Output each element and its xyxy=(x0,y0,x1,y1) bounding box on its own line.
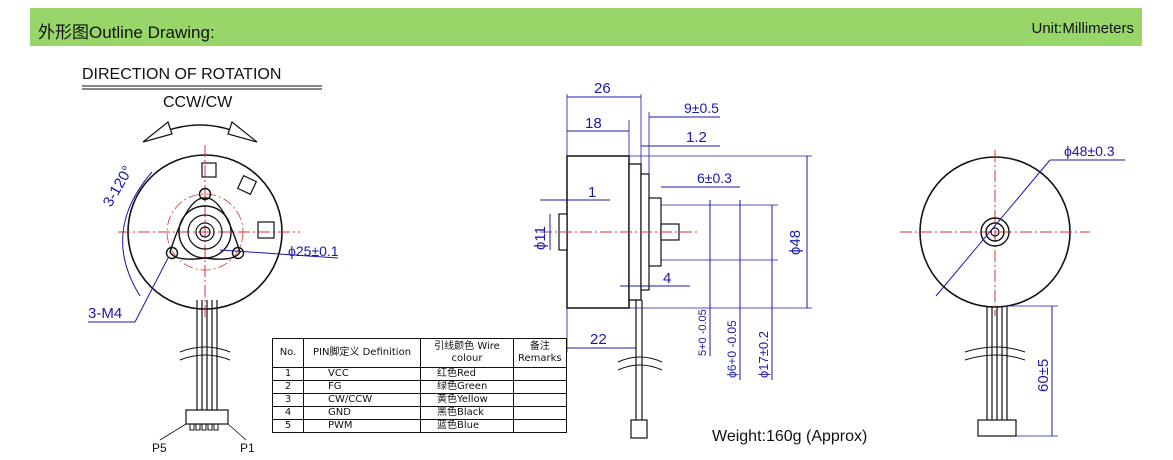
header-no: No. xyxy=(272,338,304,368)
header-wire-colour: 引线颜色 Wire colour xyxy=(420,338,514,368)
header-definition: PIN脚定义 Definition xyxy=(303,338,421,368)
table-row: 1 VCC 红色Red xyxy=(272,367,567,381)
wire-break-mark xyxy=(179,346,231,361)
diameter-leader xyxy=(219,249,339,259)
connector-pins xyxy=(189,424,219,431)
dim-phi48: ϕ48 xyxy=(787,230,804,255)
weight-label: Weight:160g (Approx) xyxy=(712,428,868,445)
side-view: 26 18 9±0.5 1.2 6±0.3 1 ϕ11 ϕ48 ϕ17±0.2 … xyxy=(532,80,812,439)
cw-arrow-icon xyxy=(227,120,258,143)
pin-no: 4 xyxy=(272,406,304,420)
back-hub-ring xyxy=(985,222,1005,242)
pin-no: 1 xyxy=(272,367,304,381)
header-remarks: 备注 Remarks xyxy=(513,338,567,368)
pin-p1-label: P1 xyxy=(240,441,255,455)
pin-wire-colour: 绿色Green xyxy=(420,380,514,394)
dim-phi17: ϕ17±0.2 xyxy=(756,331,771,378)
dim-5: 5+0 -0.05 xyxy=(697,309,709,356)
shaft-outer xyxy=(195,222,215,242)
motor-body xyxy=(566,155,630,309)
dim-1: 1 xyxy=(588,184,596,201)
dim-9: 9±0.5 xyxy=(684,100,719,116)
connector xyxy=(185,409,229,425)
dim-4: 4 xyxy=(663,270,671,287)
rotation-direction: CCW/CW xyxy=(163,94,233,111)
back-wire-break xyxy=(964,346,1026,361)
pad-right xyxy=(257,221,275,239)
back-shaft xyxy=(990,227,1000,237)
p5-leader xyxy=(159,423,187,441)
thread-leader xyxy=(134,257,169,323)
pin-remarks xyxy=(513,393,567,407)
mount-hole-left xyxy=(165,246,179,260)
shaft-inner xyxy=(199,226,211,238)
drawing-title: 外形图Outline Drawing: xyxy=(38,23,215,42)
back-connector xyxy=(977,419,1017,437)
unit-label: Unit:Millimeters xyxy=(1031,20,1134,37)
dim-26: 26 xyxy=(594,80,611,97)
pin-remarks xyxy=(513,367,567,381)
back-hub-outer xyxy=(980,217,1010,247)
pin-definition-table: No. PIN脚定义 Definition 引线颜色 Wire colour 备… xyxy=(272,338,567,433)
header-bar: 外形图Outline Drawing: Unit:Millimeters xyxy=(30,8,1142,46)
pin-wire-colour: 红色Red xyxy=(420,367,514,381)
dim-6: 6±0.3 xyxy=(697,170,732,186)
ccw-arrow-icon xyxy=(142,120,173,143)
p1-leader xyxy=(227,423,247,441)
diameter-label: ϕ25±0.1 xyxy=(288,243,339,259)
table-row: 5 PWM 蓝色Blue xyxy=(272,419,567,433)
pin-definition: GND xyxy=(303,406,421,420)
dim-phi6: ϕ6+0 -0.05 xyxy=(725,320,739,378)
dim-phi11: ϕ11 xyxy=(532,226,549,250)
angle-arc xyxy=(122,171,153,297)
pin-wire-colour: 蓝色Blue xyxy=(420,419,514,433)
mount-hole-top xyxy=(198,187,212,201)
pin-table-header: No. PIN脚定义 Definition 引线颜色 Wire colour 备… xyxy=(272,338,567,368)
pin-remarks xyxy=(513,380,567,394)
pad-top xyxy=(201,162,217,178)
pin-remarks xyxy=(513,419,567,433)
pin-definition: PWM xyxy=(303,419,421,433)
thread-label: 3-M4 xyxy=(88,305,122,322)
hub-outer xyxy=(178,205,232,259)
dim-18: 18 xyxy=(585,115,602,132)
pin-definition: CW/CCW xyxy=(303,393,421,407)
hub-ring xyxy=(187,214,223,250)
back-diameter-line xyxy=(935,159,1051,297)
pin-definition: VCC xyxy=(303,367,421,381)
dim-1-2: 1.2 xyxy=(686,129,707,146)
pin-wire-colour: 黄色Yellow xyxy=(420,393,514,407)
pin-no: 5 xyxy=(272,419,304,433)
pin-definition: FG xyxy=(303,380,421,394)
dim-22: 22 xyxy=(590,331,607,348)
mount-hole-right xyxy=(231,246,245,260)
back-diameter: ϕ48±0.3 xyxy=(1064,143,1115,159)
back-view: ϕ48±0.3 60±5 xyxy=(900,143,1125,437)
rotation-title: DIRECTION OF ROTATION xyxy=(82,66,281,83)
table-row: 2 FG 绿色Green xyxy=(272,380,567,394)
side-wire-break xyxy=(617,356,663,371)
pad-upper-right xyxy=(236,174,258,196)
pin-wire-colour: 黑色Black xyxy=(420,406,514,420)
pin-p5-label: P5 xyxy=(152,441,167,455)
pin-no: 3 xyxy=(272,393,304,407)
bolt-circle xyxy=(166,193,244,271)
pin-no: 2 xyxy=(272,380,304,394)
dim-60: 60±5 xyxy=(1035,359,1052,392)
side-connector xyxy=(630,419,648,439)
pin-remarks xyxy=(513,406,567,420)
table-row: 3 CW/CCW 黄色Yellow xyxy=(272,393,567,407)
table-row: 4 GND 黑色Black xyxy=(272,406,567,420)
